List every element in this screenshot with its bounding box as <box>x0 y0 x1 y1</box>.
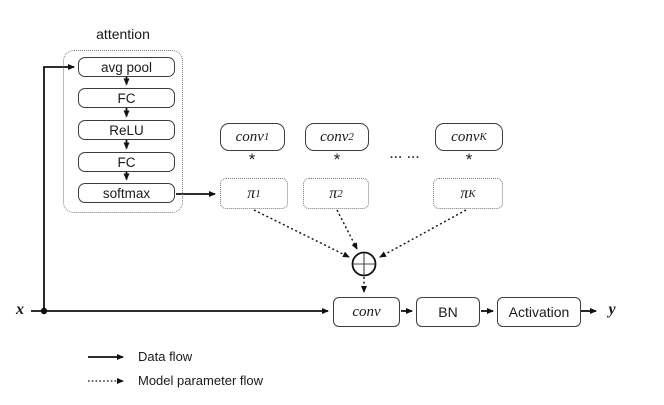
pi-weight-2-label: π <box>329 184 338 202</box>
bn-box: BN <box>416 297 480 327</box>
attention-layer-fc2: FC <box>78 152 175 172</box>
multiply-symbol-2: * <box>333 150 341 169</box>
conv-kernel-2-subscript: 2 <box>348 131 354 143</box>
pi-weight-2-subscript: 2 <box>337 187 343 200</box>
arrow-pi2-to-sum <box>336 209 358 250</box>
legend-data-flow-label: Data flow <box>138 349 193 364</box>
pi-weight-k-subscript: K <box>468 187 476 200</box>
attention-layer-avg-pool: avg pool <box>78 57 175 77</box>
weighted-sum-icon <box>351 251 377 277</box>
legend-param-flow-label: Model parameter flow <box>138 373 263 388</box>
attention-layer-relu: ReLU <box>78 120 175 140</box>
attention-layer-softmax: softmax <box>78 183 175 203</box>
arrow-pi1-to-sum <box>253 209 350 258</box>
pi-weight-1-subscript: 1 <box>255 187 261 200</box>
kernels-ellipsis: ... ... <box>389 147 421 161</box>
pi-weight-1-label: π <box>247 184 256 202</box>
junction-dot <box>40 307 48 315</box>
attention-block <box>63 50 183 213</box>
attention-layer-fc1: FC <box>78 88 175 108</box>
output-label: y <box>608 301 616 318</box>
input-label: x <box>16 301 24 318</box>
conv-kernel-1-subscript: 1 <box>263 131 270 143</box>
conv-kernel-1-label: conv <box>235 128 264 145</box>
activation-box: Activation <box>497 297 581 327</box>
multiply-symbol-3: * <box>465 150 473 169</box>
conv-box: conv <box>333 297 400 327</box>
attention-title: attention <box>96 26 150 42</box>
conv-kernel-k-label: conv <box>451 128 480 145</box>
pi-weight-k-label: π <box>460 184 469 202</box>
arrow-pik-to-sum <box>379 209 467 258</box>
conv-kernel-2-label: conv <box>320 128 349 145</box>
conv-kernel-k-subscript: K <box>479 131 487 143</box>
arrow-input-to-avgpool <box>43 64 75 311</box>
multiply-symbol-1: * <box>248 150 256 169</box>
